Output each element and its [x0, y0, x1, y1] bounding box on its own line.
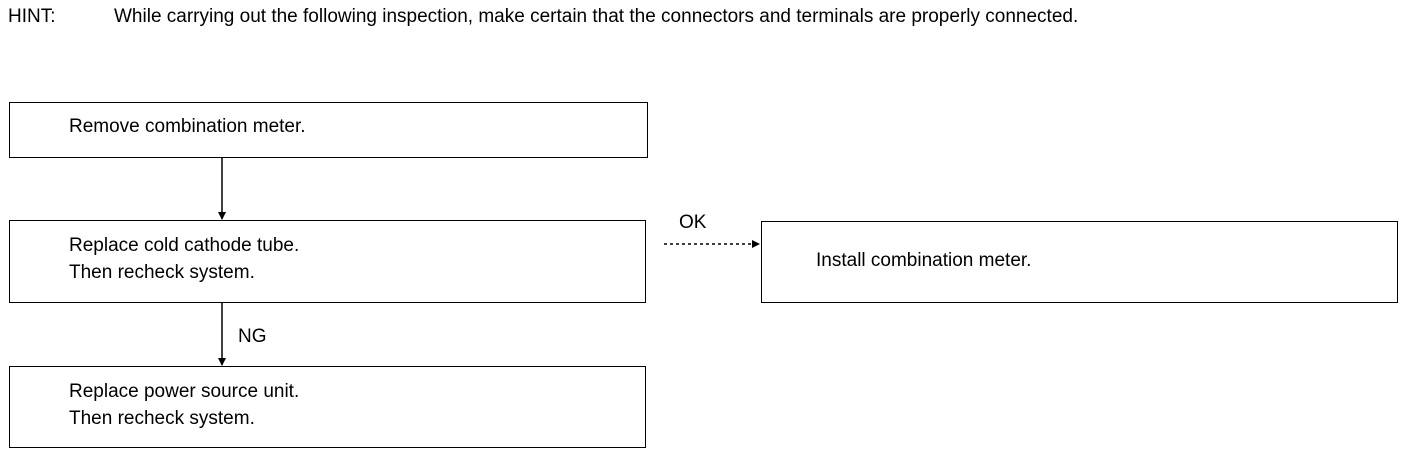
hint-text: While carrying out the following inspect…: [114, 6, 1079, 27]
step-text-line: Then recheck system.: [69, 408, 255, 429]
step-install-combination-meter: Install combination meter.: [761, 221, 1398, 303]
step-replace-power-source-unit: Replace power source unit. Then recheck …: [9, 366, 646, 448]
step-remove-combination-meter: Remove combination meter.: [9, 102, 648, 158]
step-text-line: Replace cold cathode tube.: [69, 235, 300, 256]
step-text-line: Install combination meter.: [816, 250, 1032, 271]
branch-label-ng: NG: [238, 326, 267, 347]
step-text-line: Then recheck system.: [69, 262, 255, 283]
step-replace-cold-cathode-tube: Replace cold cathode tube. Then recheck …: [9, 220, 646, 303]
branch-label-ok: OK: [679, 212, 707, 233]
hint-label: HINT:: [8, 6, 56, 27]
hint-note: HINT: While carrying out the following in…: [8, 6, 1078, 28]
step-text-line: Remove combination meter.: [69, 116, 306, 137]
step-text-line: Replace power source unit.: [69, 381, 300, 402]
